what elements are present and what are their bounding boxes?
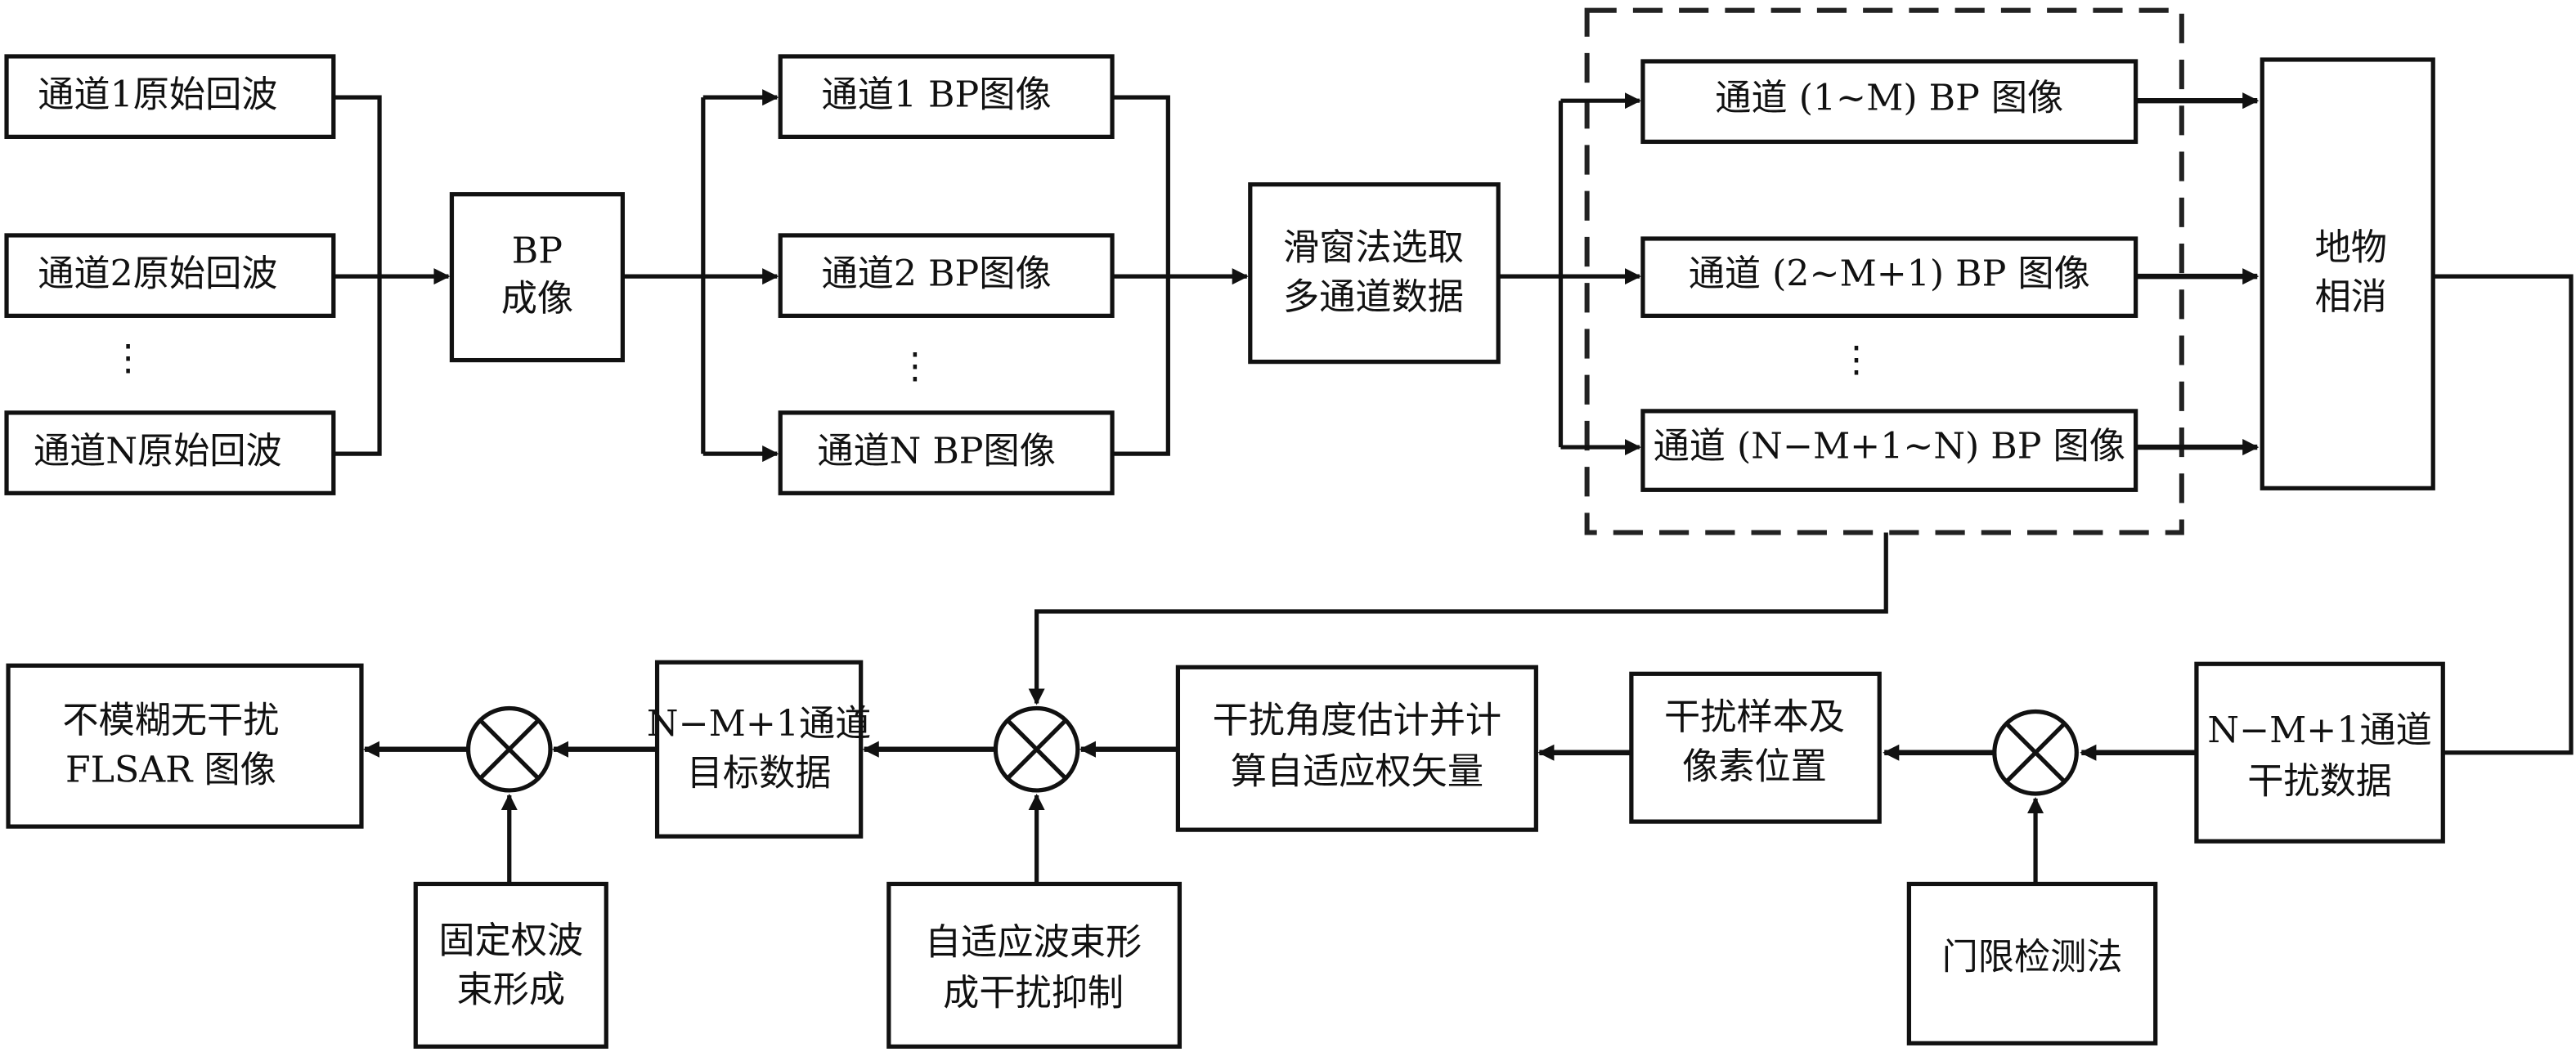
group-to-multiplier-arrow: [1028, 532, 1888, 705]
clutter-cancellation-line1: 地物: [2315, 227, 2387, 269]
input-channel-n: 通道N原始回波: [4, 410, 336, 495]
clutter-cancellation-block: 地物 相消: [2260, 57, 2435, 490]
threshold-detection-block: 门限检测法: [1906, 881, 2158, 1045]
angle-estimation-line1: 干扰角度估计并计: [1213, 700, 1502, 741]
target-data-line2: 目标数据: [687, 752, 832, 794]
fixed-beamforming-block: 固定权波 束形成: [413, 881, 608, 1049]
angle-estimation-line2: 算自适应权矢量: [1231, 750, 1483, 792]
fixed-beamforming-line2: 束形成: [456, 969, 565, 1011]
input-channel-2-label: 通道2原始回波: [38, 253, 277, 295]
bp-image-channel-2-label: 通道2 BP图像: [822, 253, 1052, 295]
sliding-window-line1: 滑窗法选取: [1283, 227, 1464, 269]
sliding-window-line2: 多通道数据: [1283, 276, 1464, 318]
bp-ellipsis: ⋮: [897, 346, 933, 387]
input-ellipsis: ⋮: [110, 338, 146, 379]
fixed-beamforming-line1: 固定权波: [438, 920, 583, 961]
adaptive-beamforming-line2: 成干扰抑制: [943, 973, 1124, 1014]
threshold-detection-label: 门限检测法: [1942, 936, 2123, 978]
multiplier-fixed: [465, 705, 553, 793]
interference-samples-line2: 像素位置: [1682, 745, 1827, 787]
interference-samples-block: 干扰样本及 像素位置: [1629, 671, 1882, 824]
target-data-block: N−M+1通道 目标数据: [647, 660, 871, 839]
multiply-icon: [1005, 718, 1068, 781]
group-ellipsis: ⋮: [1838, 339, 1874, 381]
bp-imaging-line2: 成像: [501, 278, 573, 320]
multiplier-threshold: [1992, 709, 2079, 796]
bp-image-channel-n: 通道N BP图像: [778, 410, 1115, 495]
interference-samples-line1: 干扰样本及: [1664, 696, 1845, 738]
bp-image-channel-1: 通道1 BP图像: [778, 54, 1115, 139]
sliding-window-block: 滑窗法选取 多通道数据: [1248, 182, 1501, 365]
output-line2: FLSAR 图像: [65, 749, 276, 790]
group-image-n-label: 通道 (N−M+1~N) BP 图像: [1654, 426, 2125, 468]
multiply-icon: [478, 718, 541, 781]
bp-imaging-block: BP 成像: [449, 192, 625, 363]
group-image-2: 通道 (2~M+1) BP 图像: [1640, 236, 2138, 318]
channel-group-dashed-box: [1584, 7, 2184, 535]
interference-data-line2: 干扰数据: [2247, 760, 2392, 802]
bp-image-channel-n-label: 通道N BP图像: [817, 431, 1056, 472]
bp-imaging-line1: BP: [512, 231, 563, 272]
input-channel-1-label: 通道1原始回波: [38, 74, 277, 116]
interference-data-line1: N−M+1通道: [2207, 710, 2431, 751]
adaptive-beamforming-block: 自适应波束形 成干扰抑制: [886, 881, 1183, 1049]
group-image-2-label: 通道 (2~M+1) BP 图像: [1689, 253, 2090, 295]
adaptive-beamforming-line1: 自适应波束形: [925, 921, 1142, 963]
output-image-block: 不模糊无干扰 FLSAR 图像: [6, 663, 364, 829]
group-image-1: 通道 (1~M) BP 图像: [1640, 59, 2138, 145]
bp-image-channel-1-label: 通道1 BP图像: [822, 74, 1052, 116]
group-image-1-label: 通道 (1~M) BP 图像: [1715, 78, 2063, 119]
clutter-cancellation-line2: 相消: [2315, 276, 2387, 318]
input-channel-n-label: 通道N原始回波: [34, 431, 282, 472]
multiply-icon: [2004, 721, 2067, 784]
angle-estimation-block: 干扰角度估计并计 算自适应权矢量: [1175, 665, 1538, 832]
input-channel-1: 通道1原始回波: [4, 54, 336, 139]
multiplier-adaptive: [993, 705, 1080, 793]
interference-data-block: N−M+1通道 干扰数据: [2194, 661, 2445, 844]
bp-image-channel-2: 通道2 BP图像: [778, 233, 1115, 318]
output-line1: 不模糊无干扰: [62, 700, 279, 741]
target-data-line1: N−M+1通道: [647, 703, 871, 745]
input-channel-2: 通道2原始回波: [4, 233, 336, 318]
group-image-n: 通道 (N−M+1~N) BP 图像: [1640, 409, 2138, 492]
